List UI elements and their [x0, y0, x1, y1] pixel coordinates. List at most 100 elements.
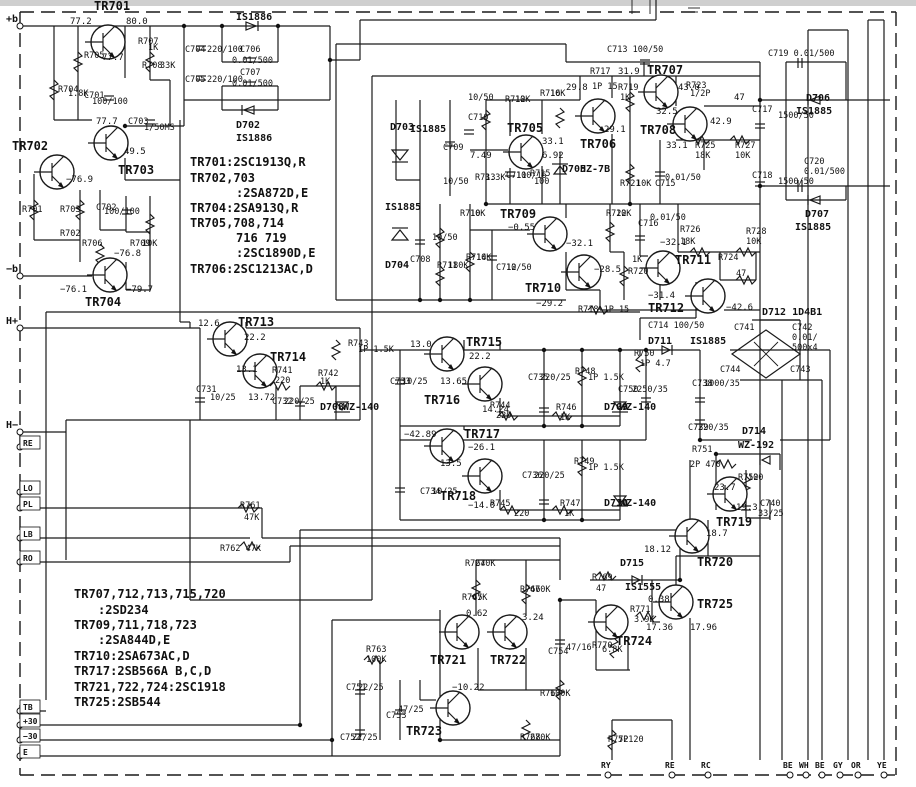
label-r704: R704 [58, 85, 78, 95]
voltage-v17: 32.5 [656, 107, 678, 117]
connector-box-lo [19, 480, 41, 495]
label-c708: C708 [410, 255, 430, 265]
label-r706: R706 [82, 239, 102, 249]
label-r744v: 220 [496, 411, 511, 421]
label-r707v: 1K [148, 43, 159, 53]
label-r724v: 47 [736, 269, 746, 279]
transistor-tr706: TR706 [575, 98, 616, 151]
connector-label-re: RE [23, 439, 33, 448]
transistor-label-tr719: TR719 [716, 515, 752, 529]
label-r721v: 10K [636, 179, 652, 189]
label-r744: R744 [490, 401, 510, 411]
label-r769: R769 [592, 573, 612, 583]
label-d711: D711 [648, 336, 672, 347]
label-r761v: 47K [244, 513, 260, 523]
bottom-pin-ye [880, 771, 888, 779]
label-r751v: 2P 470 [690, 460, 721, 470]
label-c703: C703 [128, 117, 148, 127]
voltage-v2: 80.0 [126, 17, 148, 27]
label-d706t: IS1885 [796, 106, 832, 117]
transistor-tr724: TR724 [588, 604, 652, 648]
label-d709: D709 [604, 402, 628, 413]
label-c751v: 22/25 [358, 683, 384, 693]
transistor-label-tr715: TR715 [466, 335, 502, 349]
transistor-label-tr714: TR714 [270, 350, 306, 364]
parts-line-p9: TR707,712,713,715,720 [74, 587, 226, 601]
transistor-tr707: TR707 [638, 63, 683, 110]
label-r767: R767 [540, 689, 560, 699]
label-r713: R713 [475, 173, 495, 183]
label-c740v: 33/25 [758, 509, 784, 519]
parts-line-p11: TR709,711,718,723 [74, 618, 197, 632]
voltage-v29: 22.2 [244, 333, 266, 343]
label-c734v: 10/25 [432, 487, 458, 497]
label-c752v: 22/25 [352, 733, 378, 743]
scan-top-edge [0, 0, 916, 6]
label-c751: C751 [346, 683, 366, 693]
transistor-label-tr720: TR720 [697, 555, 733, 569]
label-r742: R742 [318, 369, 338, 379]
label-c739: C739 [688, 423, 708, 433]
label-r707: R707 [138, 37, 158, 47]
label-c739v: 220/35 [698, 423, 729, 433]
parts-line-p2: TR702,703 [190, 171, 255, 185]
label-r768: R768 [520, 733, 540, 743]
label-c744: C744 [720, 365, 740, 375]
label-r720: R720 [628, 267, 648, 277]
bottom-pin-ry [604, 771, 612, 779]
label-c720v: 0.01/500 [804, 167, 845, 177]
bottom-pin-gy [836, 771, 844, 779]
bottom-pin-rc [704, 771, 712, 779]
voltage-v18: 42.9 [710, 117, 732, 127]
label-r770v: 6.8K [602, 645, 623, 655]
voltage-v27: −42.6 [726, 303, 753, 313]
voltage-v36: −42.89 [404, 430, 437, 440]
transistor-label-tr710: TR710 [525, 281, 561, 295]
label-r768v: 270K [530, 733, 551, 743]
voltage-v30: 13.1 [236, 365, 258, 375]
bottom-pin-or [854, 771, 862, 779]
label-d704t: IS1885 [385, 202, 421, 213]
label-r746: R746 [556, 403, 576, 413]
connector-box-m30 [19, 728, 41, 743]
transistor-label-tr713: TR713 [238, 315, 274, 329]
voltage-v9: −79.7 [126, 285, 153, 295]
label-r762: R762 47K [220, 544, 262, 554]
voltage-v19: 33.1 [666, 141, 688, 151]
transistor-tr718: TR718 [440, 458, 503, 503]
parts-line-p1: TR701:2SC1913Q,R [190, 155, 306, 169]
voltage-v14: 31.9 [618, 67, 640, 77]
voltage-v41: 19.3 [736, 503, 758, 513]
label-d704: D704 [385, 260, 409, 271]
voltage-v28: 12.6 [198, 319, 220, 329]
transistor-label-tr716: TR716 [424, 393, 460, 407]
transistor-label-tr722: TR722 [490, 653, 526, 667]
parts-line-p5: TR705,708,714 [190, 216, 284, 230]
voltage-v42: 18.12 [644, 545, 671, 555]
transistor-tr712: TR712 [648, 278, 726, 315]
voltage-v38: 13.5 [440, 459, 462, 469]
label-c718: C718 [752, 171, 772, 181]
label-c705v: 220/100 [207, 75, 243, 85]
label-r710: R710 [460, 209, 480, 219]
voltage-v26: −31.4 [648, 291, 675, 301]
label-c705: C705 [185, 75, 205, 85]
label-c752: C752 [340, 733, 360, 743]
voltage-v48: 3.24 [522, 613, 544, 623]
label-c716: C716 [638, 219, 658, 229]
label-c740: C740 [760, 499, 780, 509]
label-c704v: 220/100 [207, 45, 243, 55]
voltage-v49: −10.22 [452, 683, 485, 693]
label-c717: C717 [752, 105, 772, 115]
label-r771v: 3.9K [634, 615, 655, 625]
junction-dots [122, 23, 763, 743]
label-r749v: 1P 1.5K [588, 463, 625, 473]
parts-line-p16: TR725:2SB544 [74, 695, 161, 709]
voltage-v33: 22.2 [469, 352, 491, 362]
rail-label-pb: +b [6, 14, 18, 25]
label-r748v: 1P 1.5K [588, 373, 625, 383]
label-d710: D710 [604, 498, 628, 509]
voltage-v47: 0.62 [466, 609, 488, 619]
voltage-v31: 13.72 [248, 393, 275, 403]
